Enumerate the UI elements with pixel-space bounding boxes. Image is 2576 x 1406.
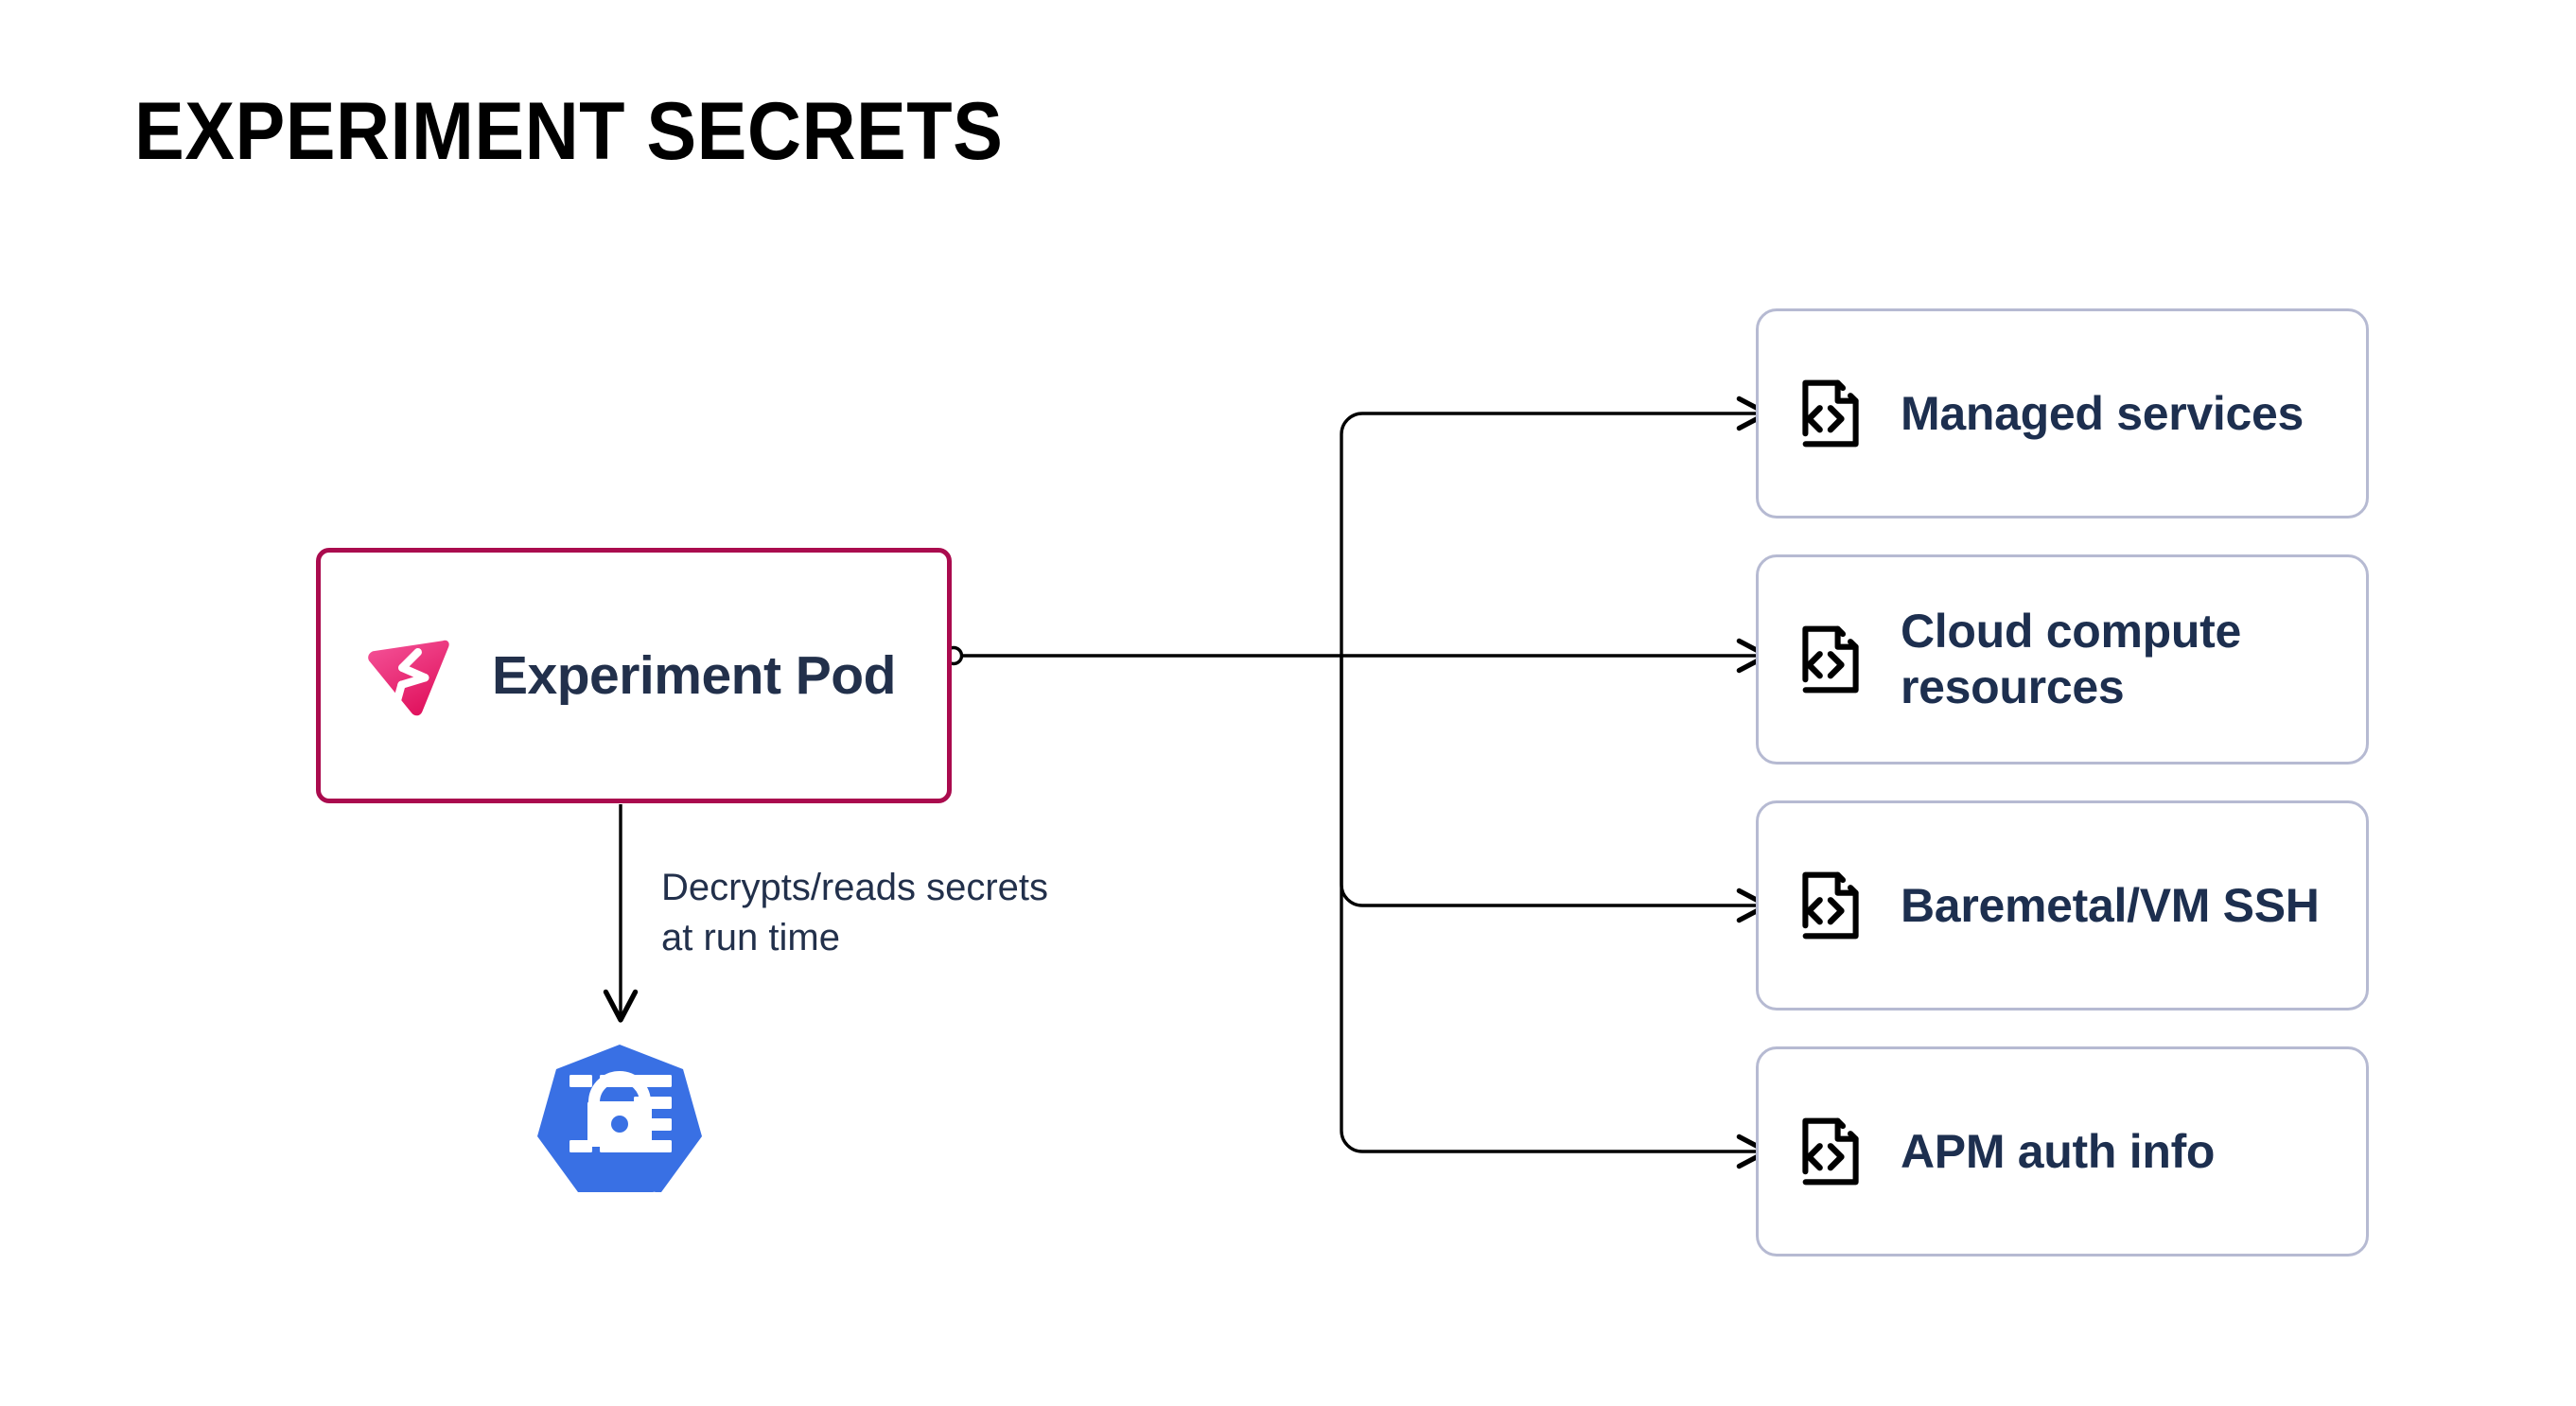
kubernetes-secret-icon: secret	[537, 1045, 702, 1217]
svg-text:secret: secret	[581, 1186, 658, 1217]
file-code-icon	[1802, 871, 1859, 940]
target-card-label: Managed services	[1901, 386, 2304, 440]
file-code-icon	[1802, 1117, 1859, 1186]
experiment-pod-node[interactable]: Experiment Pod	[316, 548, 952, 803]
edge-pod-to-targets-trunk	[961, 395, 1770, 1169]
file-code-icon	[1802, 625, 1859, 694]
experiment-pod-label: Experiment Pod	[492, 645, 896, 706]
edge-label-decrypts-reads: Decrypts/reads secrets at run time	[661, 867, 1049, 958]
target-card-apm-auth[interactable]: APM auth info	[1756, 1046, 2369, 1257]
target-card-label: Baremetal/VM SSH	[1901, 878, 2320, 932]
edge-to-managed-services	[1340, 395, 1770, 656]
target-card-managed-services[interactable]: Managed services	[1756, 308, 2369, 518]
edge-to-apm-auth	[1340, 656, 1770, 1169]
edge-to-baremetal-ssh	[1340, 656, 1770, 923]
litmus-chaos-logo-icon	[368, 640, 449, 716]
kubernetes-secret-node[interactable]: secret	[534, 1043, 706, 1224]
target-card-baremetal-ssh[interactable]: Baremetal/VM SSH	[1756, 800, 2369, 1011]
target-card-label: Cloud compute resources	[1901, 605, 2241, 713]
file-code-icon	[1802, 379, 1859, 448]
page-title: EXPERIMENT SECRETS	[134, 86, 1004, 177]
target-card-cloud-compute[interactable]: Cloud compute resources	[1756, 554, 2369, 765]
target-card-label: APM auth info	[1901, 1124, 2216, 1178]
